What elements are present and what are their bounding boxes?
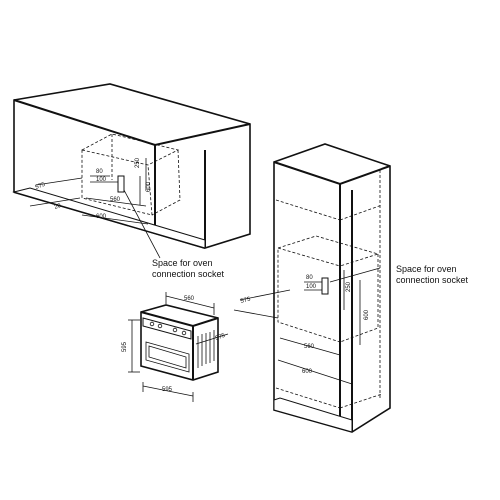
top-dim-575: 575 (35, 182, 47, 191)
tall-note-line2: connection socket (396, 275, 469, 285)
oven-dim-width-top: 560 (184, 296, 195, 302)
oven: 560 595 575 595 (122, 292, 229, 402)
top-note-line1: Space for oven (152, 258, 213, 268)
oven-control-panel (142, 317, 192, 340)
top-note-leader (123, 189, 161, 259)
tall-dim-250: 250 (346, 281, 352, 292)
top-dim-600-height: 600 (146, 181, 152, 192)
tall-note-line1: Space for oven (396, 264, 457, 274)
plug-socket-icon (117, 175, 125, 193)
oven-dim-depth: 575 (215, 333, 227, 342)
top-cabinet: 575 20 80 100 250 600 560 600 Space for … (12, 83, 251, 279)
tall-dim-600-height: 600 (364, 309, 370, 320)
tall-cabinet-outline (273, 143, 391, 433)
top-dim-560: 560 (110, 197, 121, 203)
top-note-line2: connection socket (152, 269, 225, 279)
tall-dim-80: 80 (306, 275, 313, 281)
oven-knob-icon (172, 327, 178, 333)
top-dim-250: 250 (135, 157, 141, 168)
tall-dim-560: 560 (304, 344, 315, 350)
tall-cabinet: 575 80 100 250 600 560 600 Space for ove… (233, 143, 469, 433)
tall-recess (277, 247, 341, 343)
oven-dim-width-bottom: 595 (162, 387, 173, 393)
oven-knob-icon (181, 330, 187, 336)
top-dim-20: 20 (54, 203, 63, 211)
oven-dim-height: 595 (122, 341, 128, 352)
top-dim-600-width: 600 (96, 214, 107, 220)
plug-socket-icon (321, 277, 329, 295)
tall-dim-600-width: 600 (302, 369, 313, 375)
tall-dim-575: 575 (240, 296, 252, 305)
oven-door (145, 341, 190, 373)
oven-knob-icon (149, 321, 155, 327)
oven-outline (140, 304, 219, 381)
oven-knob-icon (157, 323, 163, 329)
top-dim-100: 100 (96, 177, 107, 183)
oven-window (148, 345, 187, 369)
top-dim-80: 80 (96, 169, 103, 175)
tall-dim-100: 100 (306, 284, 317, 290)
